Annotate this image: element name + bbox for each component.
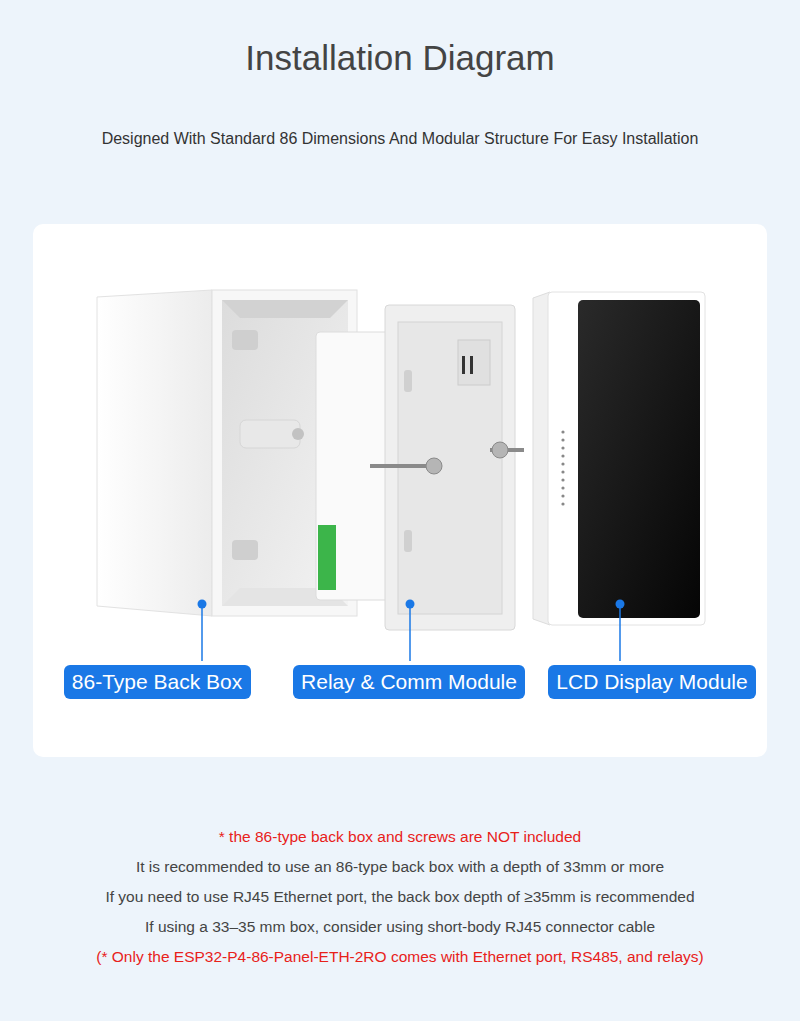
lcd-side	[533, 292, 550, 625]
back-box-side	[97, 290, 212, 616]
connector-socket	[458, 340, 490, 385]
screw-hole	[292, 428, 304, 440]
leader-line	[409, 604, 411, 661]
part-label: LCD Display Module	[548, 665, 756, 699]
page-title: Installation Diagram	[0, 38, 800, 78]
lcd-housing	[548, 292, 705, 625]
screw-post	[240, 420, 300, 448]
knockout	[232, 540, 258, 560]
slot	[404, 530, 412, 552]
part-label-text: 86-Type Back Box	[72, 670, 242, 694]
slot	[404, 370, 412, 392]
leader-dot	[198, 600, 207, 609]
note: If using a 33–35 mm box, consider using …	[0, 918, 800, 936]
screw-head	[492, 442, 508, 458]
back-box-wall	[222, 300, 348, 318]
part-label-text: Relay & Comm Module	[301, 670, 517, 694]
leader-dot	[406, 600, 415, 609]
screw	[370, 464, 432, 468]
subtitle: Designed With Standard 86 Dimensions And…	[0, 130, 800, 148]
lcd-screen	[578, 300, 700, 618]
note: It is recommended to use an 86-type back…	[0, 858, 800, 876]
panel	[33, 224, 767, 757]
vent-dots	[561, 430, 564, 505]
terminal-block	[318, 525, 336, 590]
part-label-text: LCD Display Module	[556, 670, 747, 694]
leader-dot	[616, 600, 625, 609]
note-red: (* Only the ESP32-P4-86-Panel-ETH-2RO co…	[0, 948, 800, 966]
note: If you need to use RJ45 Ethernet port, t…	[0, 888, 800, 906]
note-red: * the 86-type back box and screws are NO…	[0, 828, 800, 846]
leader-line	[619, 604, 621, 661]
pin	[470, 356, 473, 374]
part-label: Relay & Comm Module	[293, 665, 525, 699]
screw-head	[426, 458, 442, 474]
pin	[462, 356, 465, 374]
part-label: 86-Type Back Box	[64, 665, 251, 699]
knockout	[232, 330, 258, 350]
leader-line	[201, 604, 203, 661]
